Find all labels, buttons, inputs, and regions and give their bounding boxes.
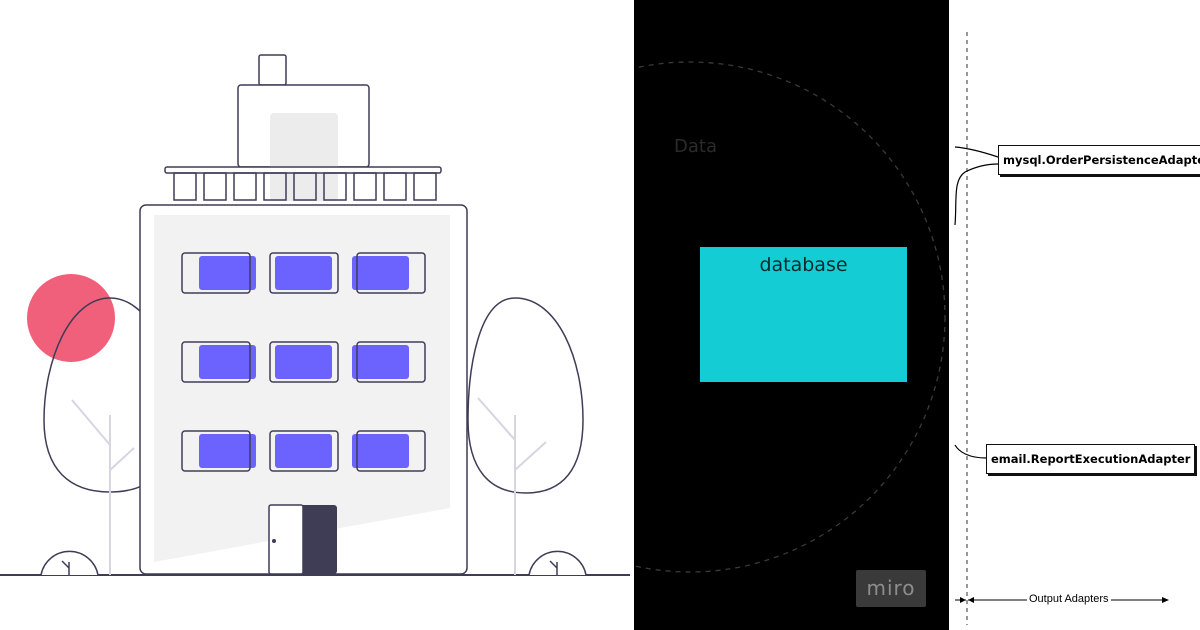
window <box>181 341 256 383</box>
window <box>352 430 426 472</box>
parapet-box <box>323 172 347 201</box>
parapet-box <box>353 172 377 201</box>
data-label: Data <box>674 136 717 157</box>
miro-watermark: miro <box>856 570 926 607</box>
dim-arrowhead-left <box>960 597 966 603</box>
database-label: database <box>759 254 848 276</box>
building-illustration <box>0 54 630 576</box>
parapet-box <box>383 172 407 201</box>
parapet-rail <box>164 166 442 174</box>
adapters-connectors-svg <box>954 32 1169 625</box>
parapet-box <box>173 172 197 201</box>
domain-boundary-circle <box>634 61 946 573</box>
door-knob <box>272 539 276 543</box>
output-adapters-label: Output Adapters <box>1027 593 1111 605</box>
window <box>269 252 339 294</box>
window <box>352 341 426 383</box>
facade-shade <box>154 215 450 562</box>
adapters-panel: mysql.OrderPersistenceAdapter email.Repo… <box>949 0 1200 630</box>
adapter-mysql-order-persistence[interactable]: mysql.OrderPersistenceAdapter <box>998 145 1200 175</box>
parapet-box <box>413 172 437 201</box>
parapet-box <box>263 172 287 201</box>
window <box>181 430 256 472</box>
connector-mysql-bottom <box>954 163 999 226</box>
bush-left <box>40 550 99 576</box>
bush-right <box>528 550 587 576</box>
windows <box>181 252 426 472</box>
hexagon-boundary-svg <box>634 61 946 573</box>
adapter-email-report-execution[interactable]: email.ReportExecutionAdapter <box>986 444 1196 474</box>
window <box>352 252 426 294</box>
dim-arrowhead-end <box>1162 597 1169 603</box>
door <box>268 504 337 575</box>
window <box>269 430 339 472</box>
connector-email <box>954 444 987 459</box>
database-box[interactable]: database <box>700 247 907 382</box>
right-tree <box>467 297 584 575</box>
diagram-canvas: Data database miro <box>634 0 949 630</box>
window <box>269 341 339 383</box>
window <box>181 252 256 294</box>
parapet-boxes <box>173 172 437 201</box>
connector-mysql-top <box>954 146 999 158</box>
dim-arrowhead-start <box>968 597 974 603</box>
parapet-box <box>233 172 257 201</box>
sun-circle <box>27 274 115 362</box>
roof-block-shade <box>270 113 338 201</box>
chimney <box>258 54 287 86</box>
building-illustration-svg <box>0 54 630 576</box>
parapet-box <box>293 172 317 201</box>
parapet-box <box>203 172 227 201</box>
